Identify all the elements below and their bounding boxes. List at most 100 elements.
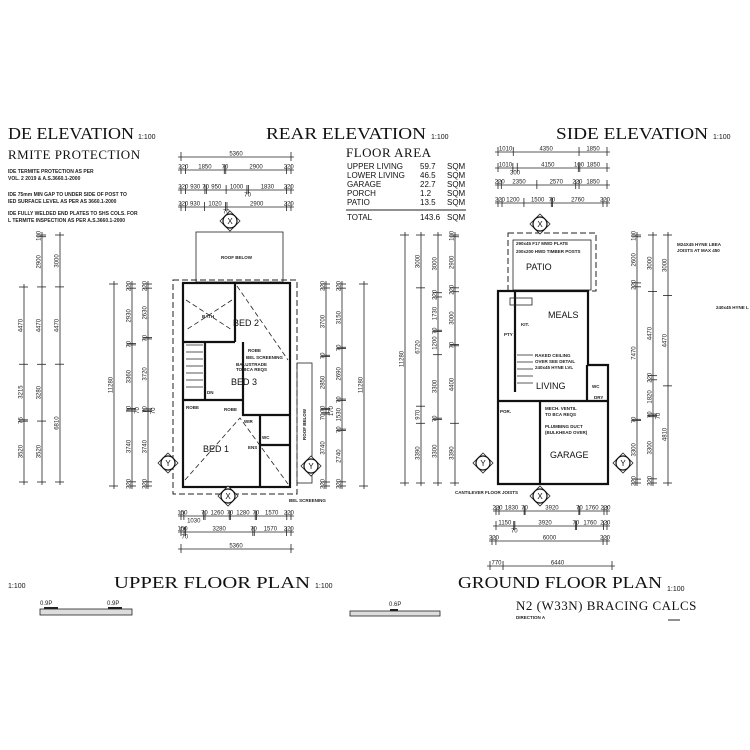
dimension-label: 3740 (321, 441, 327, 455)
dimension-label: 220 (127, 478, 133, 489)
dimension-label: 1260 (210, 511, 224, 517)
marker-label: Y (308, 462, 314, 471)
dimension-label: 70 (223, 210, 230, 216)
marker-circle (532, 488, 548, 504)
dimension-label: 220 (337, 478, 343, 489)
rear-elevation-scale: 1:100 (431, 134, 449, 141)
bracing-panel-label: 0.9P (107, 601, 119, 607)
room-kit-label: KIT. (521, 322, 529, 327)
dimension-label: 3000 (433, 257, 439, 271)
dimension-label: 3390 (450, 446, 456, 460)
dimension-label: 70 (127, 405, 133, 412)
patio-slab (512, 239, 592, 291)
termite-note: IDE TERMITE PROTECTION AS PER (8, 169, 94, 175)
dimension-label: 70 (143, 406, 149, 413)
dimension-label: 220 (495, 198, 506, 204)
ground-floor-plan-title: GROUND FLOOR PLAN (458, 573, 662, 592)
room-wc-label: WC (592, 384, 600, 389)
upper-internal-walls (183, 283, 290, 487)
upper-floor-plan-scale: 1:100 (315, 583, 333, 590)
termite-note: IDE FULLY WELDED END PLATES TO SHS COLS.… (8, 211, 138, 217)
dimension-label: 70 (648, 411, 654, 418)
dimension-label: 1200 (433, 336, 439, 350)
ground-internal-walls (498, 291, 608, 484)
bracing-panel (390, 609, 398, 611)
dimension-label: 150 (177, 511, 188, 517)
room-living-label: LIVING (536, 381, 566, 391)
dimension-label: 1820 (648, 390, 654, 404)
dimension-label: 70 (337, 396, 343, 403)
dimension-label: 300 (510, 171, 521, 177)
dimension-label: 3000 (416, 254, 422, 268)
dimension-label: 1850 (198, 165, 212, 171)
marker-circle (532, 216, 548, 232)
room-ens-label: ENS (248, 445, 257, 450)
robe-label: ROBE (186, 405, 199, 410)
dimension-label: 11280 (400, 350, 406, 367)
balustrade-label: BALUSTRADE (236, 362, 267, 367)
grid-marker-x: X (529, 213, 551, 235)
patio-plate-label: 290x45 F17 MWD PLATE (516, 241, 568, 246)
left-elevation-scale: 1:100 (138, 134, 156, 141)
room-porch-label: POR. (500, 409, 511, 414)
dimension-label: 2600 (632, 253, 638, 267)
dimension-label: 3000 (648, 256, 654, 270)
dimension-label: 150 (178, 527, 189, 533)
dimension-label: 220 (450, 284, 456, 295)
dimension-label: 2900 (450, 255, 456, 269)
grid-marker-y: Y (472, 452, 494, 474)
floor-area-value: 22.7 (420, 180, 436, 189)
dimension-label: 1760 (583, 521, 597, 527)
marker-circle (303, 458, 319, 474)
cooktop (509, 297, 533, 306)
dimension-label: 3740 (143, 439, 149, 453)
dimension-label: 1850 (586, 147, 600, 153)
dimension-label: 100 (37, 230, 43, 241)
room-bed1-label: BED 1 (203, 444, 229, 454)
dimension-label: 3300 (648, 440, 654, 454)
bracing-panel (108, 607, 122, 609)
dimension-label: 100 (574, 163, 585, 169)
dimension-label: 2900 (249, 165, 263, 171)
grid-marker-x: X (529, 485, 551, 507)
dimension-label: 4810 (663, 427, 669, 441)
dimension-label: 70 (337, 344, 343, 351)
dimension-row: 5360 (178, 544, 294, 553)
dimension-label: 70 (222, 165, 229, 171)
dimension-label: 220 (337, 280, 343, 291)
floor-area-label: PATIO (347, 198, 370, 207)
dimension-label: 70 (127, 340, 133, 347)
stair-dn-label: DN (207, 390, 214, 395)
dimension-label: 220 (648, 372, 654, 383)
floor-area-label: LOWER LIVING (347, 171, 405, 180)
dimension-label: 1280 (236, 511, 250, 517)
upper-floor-plan: ROOF BELOW ROOF BELOW BATH BED 2 BED 3 B… (172, 231, 326, 503)
bracing-panel-label: 0.9P (40, 601, 52, 607)
dimension-label: 1010 (499, 147, 513, 153)
dimension-label: 930 (190, 202, 201, 208)
dimension-label: 220 (143, 478, 149, 489)
dimension-label: 220 (600, 521, 611, 527)
screening-label: BEL SCREENING (246, 355, 283, 360)
dimension-label: 1830 (505, 506, 519, 512)
dimension-label: 3300 (433, 444, 439, 458)
marker-label: Y (620, 459, 626, 468)
room-patio-label: PATIO (526, 262, 552, 272)
dimension-row: 5360 (178, 152, 294, 161)
floor-area-unit: SQM (447, 198, 466, 207)
dimension-label: 3000 (450, 311, 456, 325)
dimension-label: 1000 (230, 185, 244, 191)
side-roof-below-label: ROOF BELOW (302, 408, 307, 440)
